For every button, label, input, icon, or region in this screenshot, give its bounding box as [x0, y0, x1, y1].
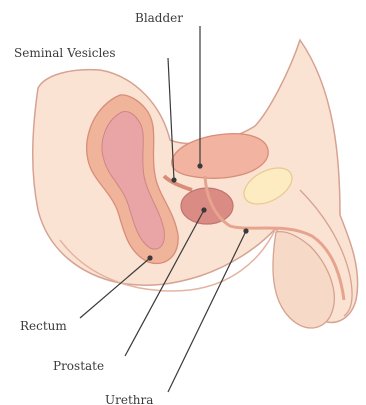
rectum-dot — [147, 255, 152, 260]
label-bladder: Bladder — [135, 11, 183, 25]
label-urethra: Urethra — [105, 393, 153, 405]
label-rectum: Rectum — [20, 319, 67, 333]
urethra-dot — [243, 228, 248, 233]
prostate-dot — [201, 207, 206, 212]
label-seminal-vesicles: Seminal Vesicles — [14, 46, 116, 60]
bladder-dot — [197, 163, 202, 168]
seminal-vesicles-dot — [171, 177, 176, 182]
label-prostate: Prostate — [53, 359, 104, 373]
